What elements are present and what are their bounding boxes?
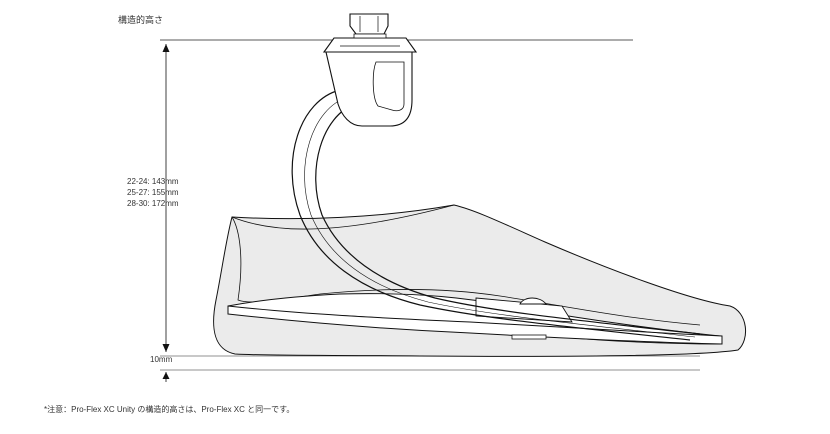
diagram-title: 構造的高さ: [118, 15, 164, 25]
toe-pad: [511, 334, 547, 340]
height-value: 28-30: 172mm: [127, 199, 179, 208]
shell-opening-line: [231, 204, 455, 230]
ankle-adapter-window: [372, 61, 405, 112]
height-value: 22-24: 143mm: [127, 177, 179, 186]
height-dimension-arrow: [162, 44, 170, 352]
height-value: 25-27: 155mm: [127, 188, 179, 197]
offset-label: 10mm: [150, 355, 173, 364]
ankle-adapter-block: [325, 51, 413, 127]
offset-dimension-arrow: [162, 372, 170, 382]
pyramid-adapter: [349, 13, 389, 35]
c-blade-inner: [315, 103, 701, 335]
foot-keel-plate: [227, 305, 723, 345]
c-blade-mid: [304, 96, 696, 338]
heel-bolt: [519, 297, 547, 305]
footnote: *注意：Pro-Flex XC Unity の構造的高さは、Pro-Flex X…: [44, 405, 295, 414]
c-blade-outer: [291, 89, 691, 341]
shell-inner-line: [231, 216, 701, 326]
pyramid-base: [322, 37, 418, 53]
height-values: 22-24: 143mm 25-27: 155mm 28-30: 172mm: [127, 176, 179, 209]
